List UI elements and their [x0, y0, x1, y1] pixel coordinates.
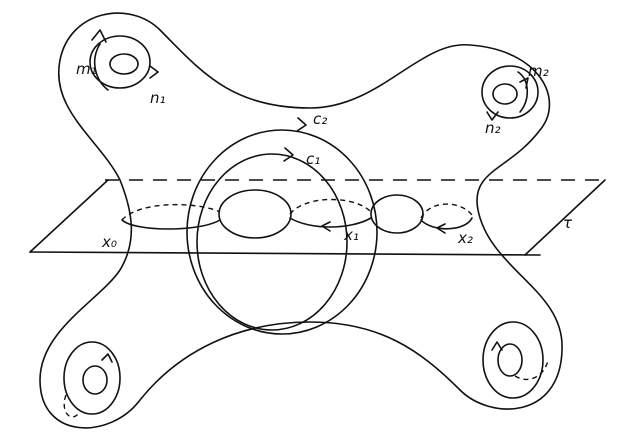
surface-outline [39, 12, 563, 429]
x1-arrow [321, 221, 331, 232]
c2-arrow [296, 117, 307, 132]
label-c1: c₁ [306, 150, 320, 168]
curve-c2 [186, 129, 378, 335]
handle-top-left [89, 29, 159, 91]
label-x0: x₀ [101, 233, 117, 251]
label-tau: τ [563, 214, 573, 232]
label-c2: c₂ [313, 110, 327, 128]
c1-arrow [283, 147, 294, 162]
curve-x2-front [420, 217, 473, 230]
label-m2: m₂ [528, 62, 549, 80]
hole-right [370, 194, 424, 234]
hole-left [218, 189, 292, 239]
handle-bottom-left [63, 341, 121, 418]
curve-c1 [196, 153, 348, 331]
curve-x2-back [420, 203, 473, 219]
plane-tau [29, 179, 606, 256]
label-m1: m₁ [76, 60, 97, 78]
x2-arrow [436, 223, 446, 234]
handle-top-right [481, 65, 539, 121]
curve-x0-front [121, 219, 221, 230]
label-n1: n₁ [150, 89, 166, 107]
label-x1: x₁ [343, 226, 359, 244]
handle-bottom-right [482, 321, 549, 399]
label-x2: x₂ [457, 229, 473, 247]
curve-x0-back [121, 203, 221, 221]
label-n2: n₂ [485, 119, 501, 137]
curve-x1-back [289, 198, 372, 215]
curve-x1-front [289, 217, 372, 228]
